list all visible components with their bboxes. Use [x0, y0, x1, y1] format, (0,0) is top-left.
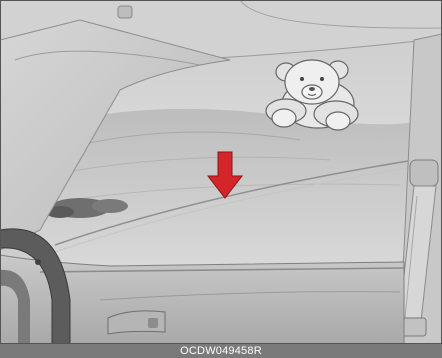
illustration-svg — [0, 0, 442, 344]
figure-caption: OCDW049458R — [0, 344, 442, 358]
handle-clip — [118, 6, 132, 18]
caption-bar: OCDW049458R — [0, 344, 442, 358]
car-window-illustration — [0, 0, 442, 344]
door-handle-button — [148, 318, 158, 328]
